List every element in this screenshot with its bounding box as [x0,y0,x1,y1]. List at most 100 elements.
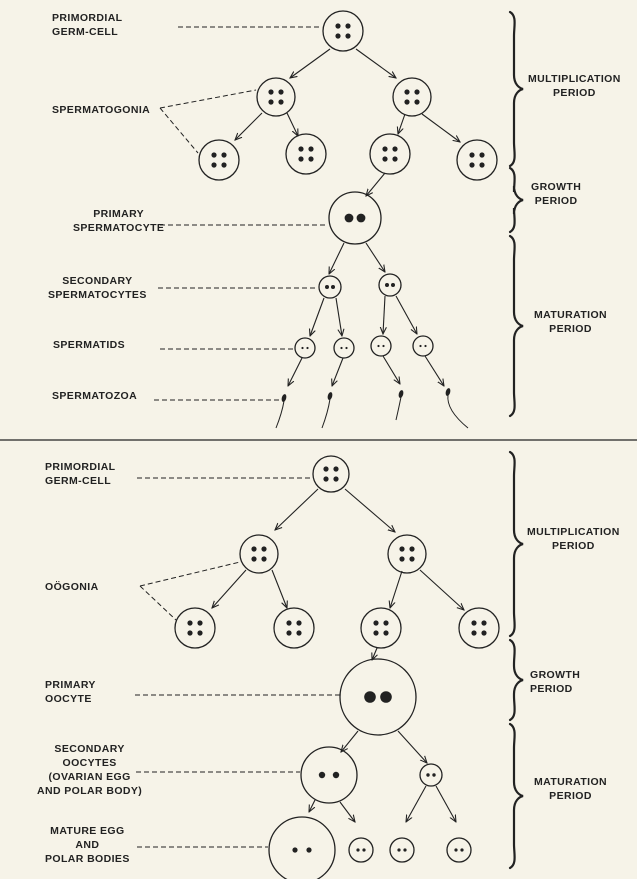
oogonium-2-chromosome-1 [399,546,405,552]
secondary-oocyte-egg-chromosome-2 [332,771,340,779]
label-primordial-germ-cell-egg: PRIMORDIAL GERM-CELL [45,461,116,487]
spermatid-3-chromosome-1 [377,344,380,348]
label-spermatids: SPERMATIDS [53,339,126,351]
spermatogonium-6-chromosome-3 [469,162,475,168]
polar-body-1-chromosome-2 [362,848,366,852]
spermatogonium-3-chromosome-4 [221,162,227,168]
oogonium-2-chromosome-4 [409,556,415,562]
spermatogonium-5-chromosome-1 [382,146,388,152]
polar-body-3-chromosome-1 [454,848,458,852]
oogonium-5-chromosome-1 [373,620,379,626]
label-growth-period-sperm: GROWTH PERIOD [531,181,582,207]
polar-body-2-chromosome-1 [397,848,401,852]
arrow-oocyte-to-polar [397,730,427,763]
oogonium-3-chromosome-4 [197,630,203,636]
polar-body-3-chromosome-2 [460,848,464,852]
label-primordial-germ-cell-sperm: PRIMORDIAL GERM-CELL [52,12,123,38]
arrow-gonium2-left [398,113,406,134]
label-oogonia: OÖGONIA [45,581,99,593]
arrow-gonium1-left [235,112,263,140]
label-primary-spermatocyte: PRIMARY SPERMATOCYTE [73,208,165,234]
leader-spermatogonia-lower [159,107,199,154]
first-polar-body-chromosome-1 [426,773,430,777]
arrow-oogonium1-left [212,569,247,608]
primary-oocyte-cell-chromosome-2 [380,691,392,703]
spermatogonium-1 [256,77,296,117]
secondary-spermatocyte-1-chromosome-1 [325,285,329,289]
spermatogonium-5 [369,133,411,175]
polar-body-1 [348,837,374,863]
oogonium-5 [360,607,402,649]
spermatid-2 [333,337,355,359]
brace-maturation-sperm [508,234,524,418]
primary-spermatocyte-cell [328,191,382,245]
sperm-primordial-cell-chromosome-2 [345,23,351,29]
secondary-spermatocyte-1 [318,275,342,299]
spermatid-1-chromosome-1 [301,346,304,350]
spermatogonium-4 [285,133,327,175]
arrow-polar-left [406,785,427,822]
arrow-sec1-left [310,297,325,336]
oo-primordial-cell-chromosome-4 [333,476,339,482]
secondary-spermatocyte-2-chromosome-1 [385,283,389,287]
arrow-sec1-right [335,297,342,336]
secondary-oocyte-egg-chromosome-1 [318,771,326,779]
label-mature-egg-polar-bodies: MATURE EGG AND POLAR BODIES [45,825,130,865]
arrow-oogonium2-left [390,570,403,608]
spermatid-3 [370,335,392,357]
spermatogonium-3-chromosome-1 [211,152,217,158]
spermatozoon-tail-1 [275,400,285,429]
arrow-oo-primordial-right [344,488,395,532]
spermatozoon-tail-2 [321,398,331,429]
arrow-sec2-right [395,295,417,334]
leader-spermatogonia-upper [159,89,257,109]
label-spermatozoa: SPERMATOZOA [52,390,138,402]
label-primary-oocyte: PRIMARY OOCYTE [45,679,96,705]
spermatogonium-1-chromosome-2 [278,89,284,95]
spermatogonium-4-chromosome-3 [298,156,304,162]
oo-primordial-cell [312,455,350,493]
sperm-primordial-cell-chromosome-1 [335,23,341,29]
spermatid-1 [294,337,316,359]
arrow-primary-to-secondary-right [365,242,385,272]
spermatogonium-1-chromosome-4 [278,99,284,105]
oogonium-5-chromosome-2 [383,620,389,626]
oogonium-3 [174,607,216,649]
label-growth-period-egg: GROWTH PERIOD [530,669,581,695]
arrow-egg-to-mature [309,799,316,812]
spermatogonium-4-chromosome-4 [308,156,314,162]
arrow-tid3 [382,355,400,384]
primary-spermatocyte-cell-chromosome-2 [356,213,366,223]
spermatogonium-5-chromosome-3 [382,156,388,162]
oogonium-4-chromosome-4 [296,630,302,636]
spermatid-1-chromosome-2 [306,346,309,350]
spermatozoon-head-1 [281,394,287,402]
spermatozoon-head-2 [327,392,333,400]
brace-growth-sperm [508,166,524,234]
oogonium-1-chromosome-4 [261,556,267,562]
sperm-primordial-cell-chromosome-3 [335,33,341,39]
leader-oogonia-lower [139,585,177,621]
primary-oocyte-cell-chromosome-1 [364,691,376,703]
arrow-sec2-left [383,295,385,334]
oogonium-4-chromosome-2 [296,620,302,626]
label-multiplication-period-sperm: MULTIPLICATION PERIOD [528,73,621,99]
arrow-to-primary-oocyte [372,647,377,660]
oogonium-5-chromosome-4 [383,630,389,636]
brace-maturation-egg [508,722,524,870]
label-multiplication-period-egg: MULTIPLICATION PERIOD [527,526,620,552]
arrow-egg-to-polar-body [339,801,355,822]
oogonium-4-chromosome-3 [286,630,292,636]
oogonium-6-chromosome-1 [471,620,477,626]
spermatogonium-2-chromosome-1 [404,89,410,95]
arrow-oogonium1-right [271,569,287,608]
oogonium-2 [387,534,427,574]
polar-body-2 [389,837,415,863]
oogonium-6-chromosome-4 [481,630,487,636]
spermatozoon-head-4 [445,388,451,396]
mature-egg [268,816,336,879]
leader-oogonia-upper [139,561,241,587]
spermatogonium-1-chromosome-3 [268,99,274,105]
